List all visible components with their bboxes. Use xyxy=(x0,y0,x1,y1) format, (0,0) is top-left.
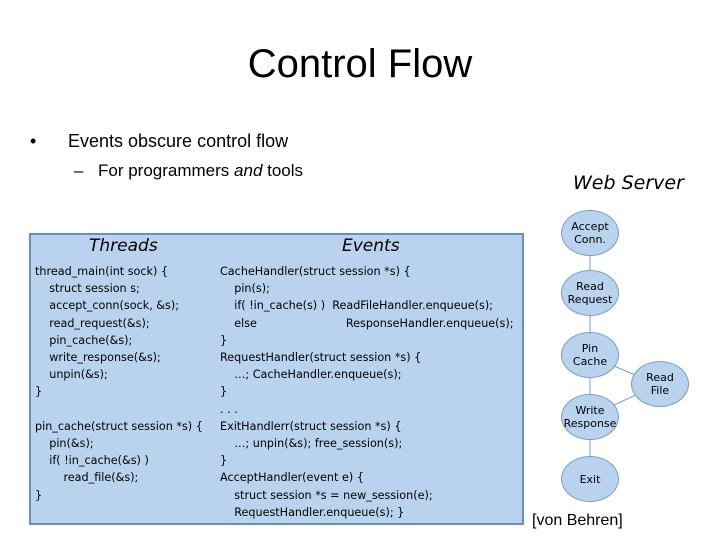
sub-bullet-marker: – xyxy=(74,161,84,180)
node-exit: Exit xyxy=(561,456,619,502)
citation: [von Behren] xyxy=(532,512,623,529)
sub-bullet-point: –For programmers and tools xyxy=(74,161,303,181)
code-comparison-panel xyxy=(29,233,524,525)
sub-bullet-text-italic: and xyxy=(234,161,263,180)
bullet-point: • Events obscure control flow xyxy=(30,131,288,152)
bullet-text: Events obscure control flow xyxy=(68,131,289,151)
sub-bullet-text-before: For programmers xyxy=(98,161,235,180)
threads-code: thread_main(int sock) { struct session s… xyxy=(35,265,203,502)
events-code: CacheHandler(struct session *s) { pin(s)… xyxy=(220,265,514,519)
events-header: Events xyxy=(342,236,400,256)
edge-readfile-write xyxy=(613,393,639,406)
diagram-title: Web Server xyxy=(573,172,684,194)
threads-header: Threads xyxy=(89,236,158,256)
sub-bullet-text-after: tools xyxy=(262,161,304,180)
slide-title: Control Flow xyxy=(247,42,473,86)
bullet-marker: • xyxy=(30,131,37,151)
